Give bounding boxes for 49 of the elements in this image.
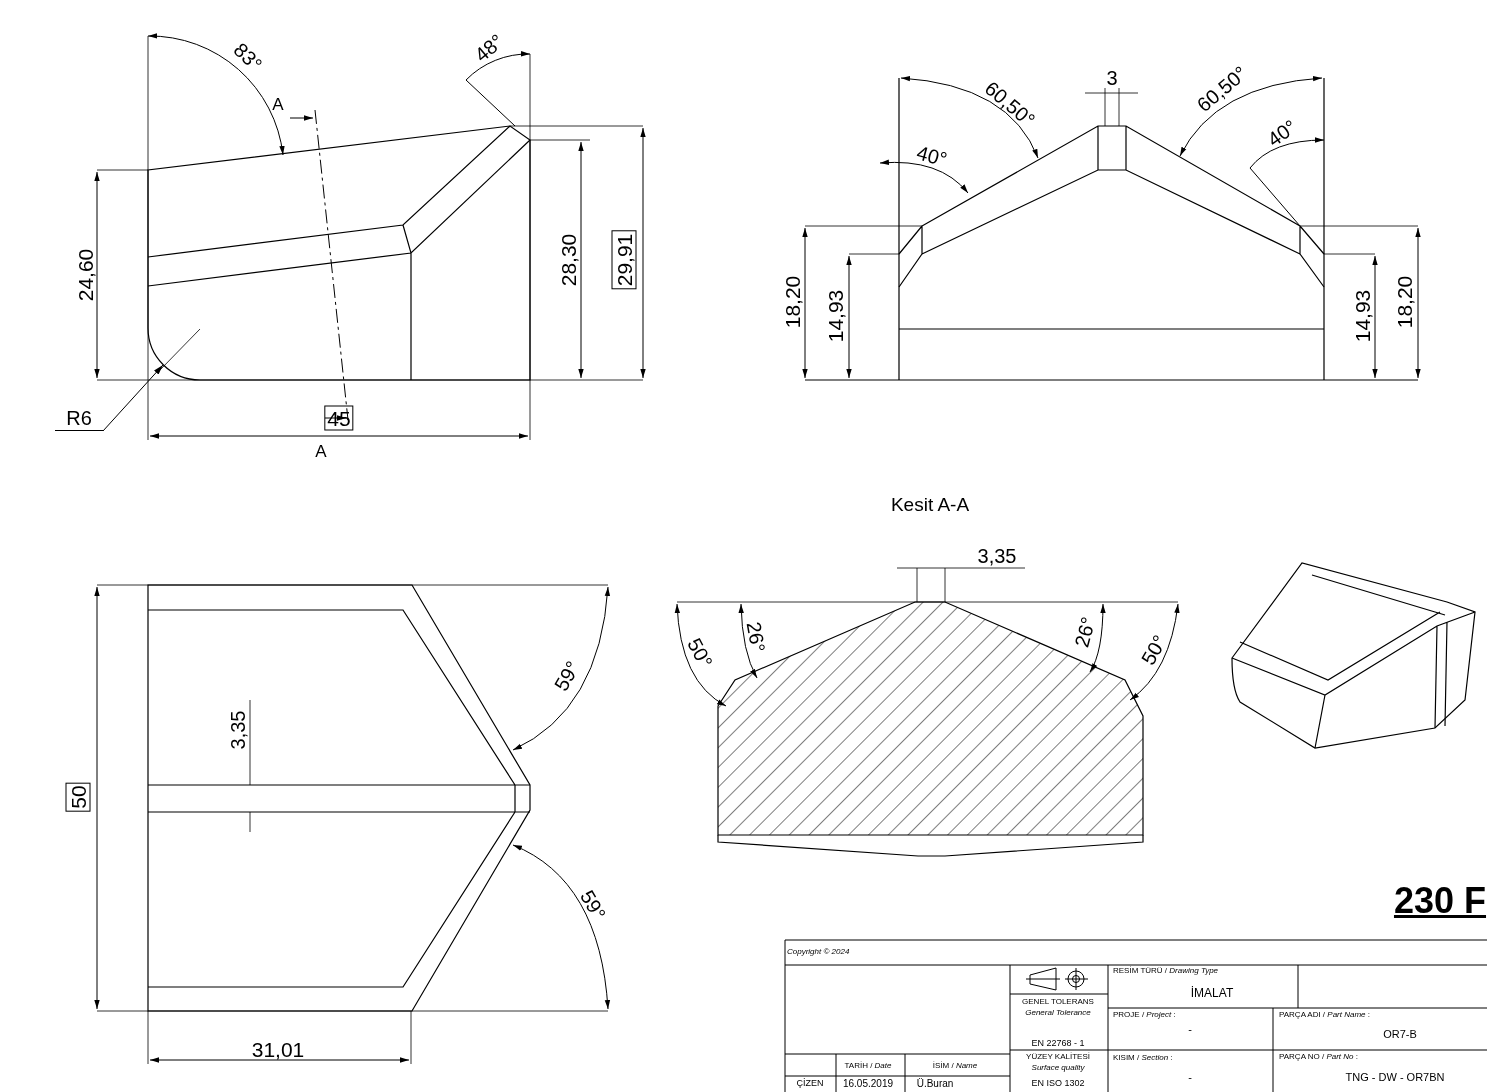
angle-dimension: 50° [684,634,716,672]
leader-line [102,364,164,432]
angle-dimension: 48° [471,30,507,66]
date-text: 16.05.2019 [842,1079,894,1089]
title-block-text: EN ISO 1302 [1031,1078,1085,1088]
field-caption: KISIM / Section : [1113,1054,1173,1062]
dimension-text: 24,60 [74,248,96,302]
dimension-text: 18,20 [781,275,803,329]
column-header: İSİM / Name [932,1062,978,1070]
view-title: Kesit A-A [890,494,970,514]
dimension-text: 14,93 [1351,289,1373,343]
title-block-text: EN 22768 - 1 [1031,1038,1085,1048]
field-caption: PARÇA ADI / Part Name : [1279,1011,1370,1019]
dimension-text: 31,01 [251,1038,305,1060]
title-block-text: Surface quality [1031,1064,1085,1072]
angle-dimension: 83° [230,39,266,75]
radius-callout: R6 [55,405,103,431]
dimension-text: 28,30 [557,233,579,287]
field-value: - [1188,1071,1192,1083]
fillet-arc [147,327,201,381]
dimension-text: 3,35 [228,710,248,750]
field-caption: PROJE / Project : [1113,1011,1176,1019]
dimension-text: 3,35 [977,546,1017,566]
copyright-text: Copyright © 2024 [787,948,850,956]
angle-dimension: 59° [576,886,610,924]
name-text: Ü.Buran [916,1079,954,1089]
title-block-text: GENEL TOLERANS [1022,998,1094,1006]
angle-dimension: 59° [550,657,584,695]
dimension-text: 14,93 [824,289,846,343]
row-header: ÇİZEN [796,1078,824,1088]
field-value: TNG - DW - OR7BN [1345,1071,1445,1083]
scale-heading: 230 F [1393,883,1487,919]
column-header: TARİH / Date [844,1062,892,1070]
angle-dimension: 40° [1263,116,1301,150]
title-block-text: YÜZEY KALİTESİ [1026,1053,1090,1061]
section-letter: A [315,442,327,460]
angle-dimension: 26° [1071,614,1099,650]
field-value: İMALAT [1190,987,1234,999]
field-value: OR7-B [1383,1028,1417,1040]
field-value: - [1188,1023,1192,1035]
dimension-text: 3 [1106,68,1118,88]
dimension-text: 18,20 [1393,275,1415,329]
field-caption: RESİM TÜRÜ / Drawing Type [1113,967,1219,975]
angle-dimension: 50° [1137,631,1171,669]
angle-dimension: 26° [743,620,769,654]
field-caption: PARÇA NO / Part No : [1279,1053,1358,1061]
angle-dimension: 40° [914,142,950,170]
section-letter: A [272,95,284,113]
title-block-text: General Tolerance [1025,1009,1091,1017]
